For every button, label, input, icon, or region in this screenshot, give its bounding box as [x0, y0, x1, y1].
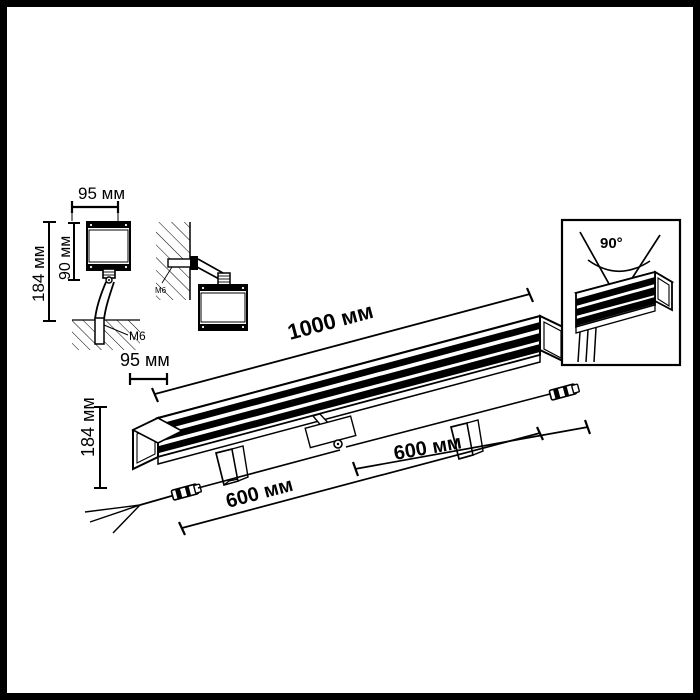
inset-luminaire-body: [573, 270, 675, 363]
ground-hatch-side: [72, 319, 140, 350]
dimension-height-184-main: 184 мм: [78, 397, 107, 489]
dimension-label-95-main: 95 мм: [120, 350, 170, 370]
dimension-label-184-left: 184 мм: [29, 246, 48, 302]
swivel-bracket-side: [102, 268, 116, 284]
cable-connector-rear: [548, 383, 580, 401]
power-cable-rear: [345, 383, 580, 448]
dimension-height-90: 90 мм: [57, 222, 80, 281]
drawing-canvas: 95 мм 184 мм 90 мм: [10, 10, 690, 690]
technical-drawing-svg: 95 мм 184 мм 90 мм: [10, 10, 690, 690]
side-view-group: 95 мм 184 мм 90 мм: [29, 184, 146, 350]
center-swivel-joint: [333, 439, 343, 449]
beam-angle-inset: 90°: [560, 218, 682, 367]
mounting-bracket-left: [214, 445, 249, 487]
wall-anchor-bolt: M6: [155, 256, 198, 295]
dimension-width-95: 95 мм: [70, 184, 125, 221]
wall-view-luminaire-body: [198, 272, 248, 331]
luminaire-body-side: [86, 221, 131, 271]
mounting-bracket-center: [304, 413, 357, 449]
beam-angle-arc: [587, 259, 651, 272]
beam-angle-label: 90°: [600, 235, 623, 252]
mounting-bracket-right: [449, 419, 484, 461]
power-cable-front: [84, 449, 341, 534]
annotation-label-m6-wall: M6: [155, 286, 167, 295]
dimension-label-90: 90 мм: [57, 236, 74, 280]
dimension-depth-95-main: 95 мм: [120, 350, 170, 385]
m6-anchor-bolt-side: M6: [94, 317, 146, 345]
wall-view-group: M6: [155, 222, 248, 331]
dimension-height-184-left: 184 мм: [29, 221, 56, 322]
dimension-label-95-top: 95 мм: [78, 184, 125, 203]
dimension-label-184-main: 184 мм: [78, 397, 98, 457]
main-luminaire-group: [131, 314, 568, 487]
annotation-label-m6-side: M6: [129, 329, 146, 343]
